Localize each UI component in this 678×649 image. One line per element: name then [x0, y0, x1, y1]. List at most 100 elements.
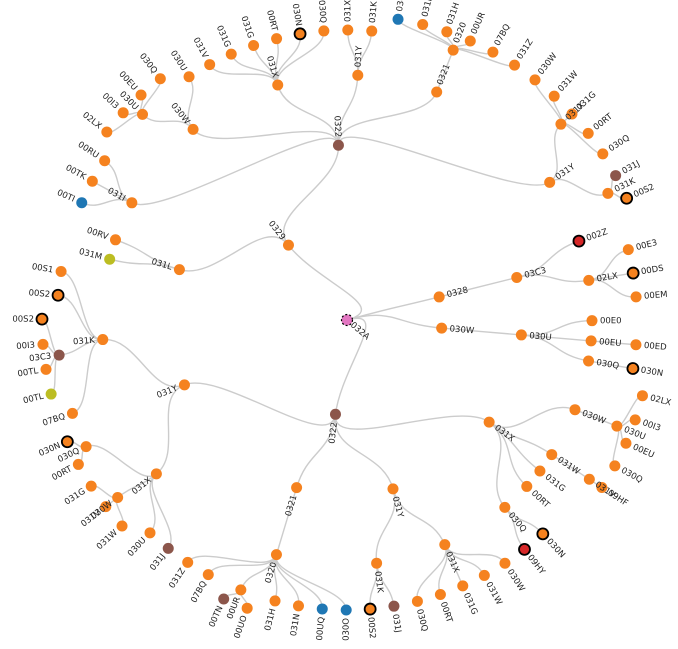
- tree-node[interactable]: 031Y: [155, 379, 190, 401]
- tree-node[interactable]: 030Q: [499, 501, 528, 535]
- node-dot[interactable]: [620, 191, 634, 205]
- node-dot[interactable]: [597, 148, 609, 160]
- node-dot[interactable]: [602, 187, 614, 199]
- node-dot[interactable]: [352, 69, 364, 81]
- node-dot[interactable]: [622, 244, 634, 256]
- tree-node[interactable]: 031G: [534, 465, 567, 495]
- tree-node[interactable]: 031I: [106, 186, 138, 209]
- tree-node[interactable]: 030N: [626, 362, 664, 379]
- node-dot[interactable]: [316, 603, 328, 615]
- node-dot[interactable]: [363, 602, 377, 616]
- node-dot[interactable]: [332, 139, 344, 151]
- node-dot[interactable]: [434, 589, 446, 601]
- tree-node[interactable]: 031V: [583, 473, 617, 501]
- node-dot[interactable]: [511, 272, 523, 284]
- tree-node[interactable]: 00EM: [630, 290, 668, 303]
- tree-node[interactable]: 031H: [263, 595, 281, 632]
- tree-node[interactable]: 030W: [499, 557, 527, 594]
- node-dot[interactable]: [371, 557, 383, 569]
- tree-node[interactable]: 0329: [266, 219, 294, 251]
- node-dot[interactable]: [388, 600, 400, 612]
- node-dot[interactable]: [626, 362, 640, 375]
- node-dot[interactable]: [626, 266, 640, 280]
- node-dot[interactable]: [548, 90, 560, 102]
- node-dot[interactable]: [66, 407, 78, 419]
- tree-node[interactable]: 0321: [431, 63, 453, 98]
- node-dot[interactable]: [620, 437, 632, 449]
- node-dot[interactable]: [509, 59, 521, 71]
- node-dot[interactable]: [40, 363, 52, 375]
- node-dot[interactable]: [269, 595, 281, 607]
- node-dot[interactable]: [135, 89, 147, 101]
- node-dot[interactable]: [536, 527, 550, 541]
- node-dot[interactable]: [630, 291, 642, 303]
- tree-node[interactable]: 030W: [436, 322, 475, 337]
- tree-node[interactable]: 00ED: [630, 339, 667, 353]
- tree-node[interactable]: 03C3: [511, 266, 547, 284]
- node-dot[interactable]: [366, 25, 378, 37]
- tree-node[interactable]: 00UR: [464, 11, 488, 47]
- tree-node[interactable]: 00EU: [585, 335, 622, 349]
- node-dot[interactable]: [566, 108, 578, 120]
- tree-node[interactable]: 07BQ: [189, 569, 214, 605]
- node-dot[interactable]: [544, 176, 556, 188]
- node-dot[interactable]: [282, 239, 294, 251]
- node-dot[interactable]: [225, 48, 237, 60]
- node-dot[interactable]: [202, 569, 214, 581]
- tree-node[interactable]: 00S1: [31, 262, 67, 277]
- tree-node[interactable]: 030Q: [583, 355, 620, 372]
- node-dot[interactable]: [499, 557, 511, 569]
- tree-node[interactable]: 030Q: [597, 133, 632, 160]
- node-dot[interactable]: [137, 108, 149, 120]
- node-dot[interactable]: [583, 355, 595, 367]
- tree-node[interactable]: 030O: [340, 604, 352, 641]
- node-dot[interactable]: [417, 19, 429, 31]
- node-dot[interactable]: [291, 482, 303, 494]
- node-dot[interactable]: [60, 435, 74, 449]
- tree-node[interactable]: 031K: [366, 1, 380, 37]
- node-dot[interactable]: [100, 501, 112, 513]
- tree-node[interactable]: 00TL: [17, 363, 52, 380]
- tree-node[interactable]: 0322: [327, 408, 341, 445]
- node-dot[interactable]: [340, 604, 352, 616]
- node-dot[interactable]: [248, 39, 260, 51]
- tree-node[interactable]: 030Q: [609, 460, 644, 486]
- node-dot[interactable]: [340, 313, 354, 327]
- node-dot[interactable]: [53, 349, 65, 361]
- tree-node[interactable]: 031Z: [509, 37, 536, 71]
- node-dot[interactable]: [586, 315, 598, 327]
- tree-node[interactable]: 00UQ: [315, 603, 328, 641]
- node-dot[interactable]: [318, 25, 330, 37]
- tree-node[interactable]: 030Q: [316, 0, 330, 37]
- node-dot[interactable]: [72, 458, 84, 470]
- tree-node[interactable]: 031K: [371, 557, 385, 594]
- tree-node[interactable]: 031Z: [167, 556, 194, 591]
- tree-node[interactable]: 030U: [515, 329, 552, 343]
- tree-node[interactable]: 031J: [388, 600, 403, 634]
- tree-node[interactable]: 002Z: [572, 227, 609, 248]
- node-dot[interactable]: [439, 539, 451, 551]
- node-dot[interactable]: [101, 126, 113, 138]
- tree-node[interactable]: 031G: [457, 580, 479, 616]
- tree-node[interactable]: 03C3: [29, 349, 65, 365]
- tree-node[interactable]: 00TK: [64, 163, 98, 187]
- tree-node[interactable]: 00RU: [76, 140, 111, 167]
- node-dot[interactable]: [235, 584, 247, 596]
- node-dot[interactable]: [387, 483, 399, 495]
- node-dot[interactable]: [583, 274, 595, 286]
- node-dot[interactable]: [582, 127, 594, 139]
- node-dot[interactable]: [241, 602, 253, 614]
- tree-node[interactable]: 07BQ: [487, 22, 513, 58]
- tree-node[interactable]: 031W: [548, 69, 581, 102]
- tree-node[interactable]: 030O: [392, 0, 409, 25]
- tree-node[interactable]: 031G: [214, 24, 237, 60]
- node-dot[interactable]: [610, 170, 622, 182]
- tree-node[interactable]: 031M: [78, 247, 116, 265]
- tree-node[interactable]: 031Y: [352, 45, 365, 81]
- node-dot[interactable]: [183, 71, 195, 83]
- node-dot[interactable]: [572, 234, 586, 248]
- node-dot[interactable]: [585, 335, 597, 347]
- node-dot[interactable]: [97, 334, 109, 346]
- node-dot[interactable]: [464, 35, 476, 47]
- tree-node[interactable]: 0322: [332, 115, 344, 151]
